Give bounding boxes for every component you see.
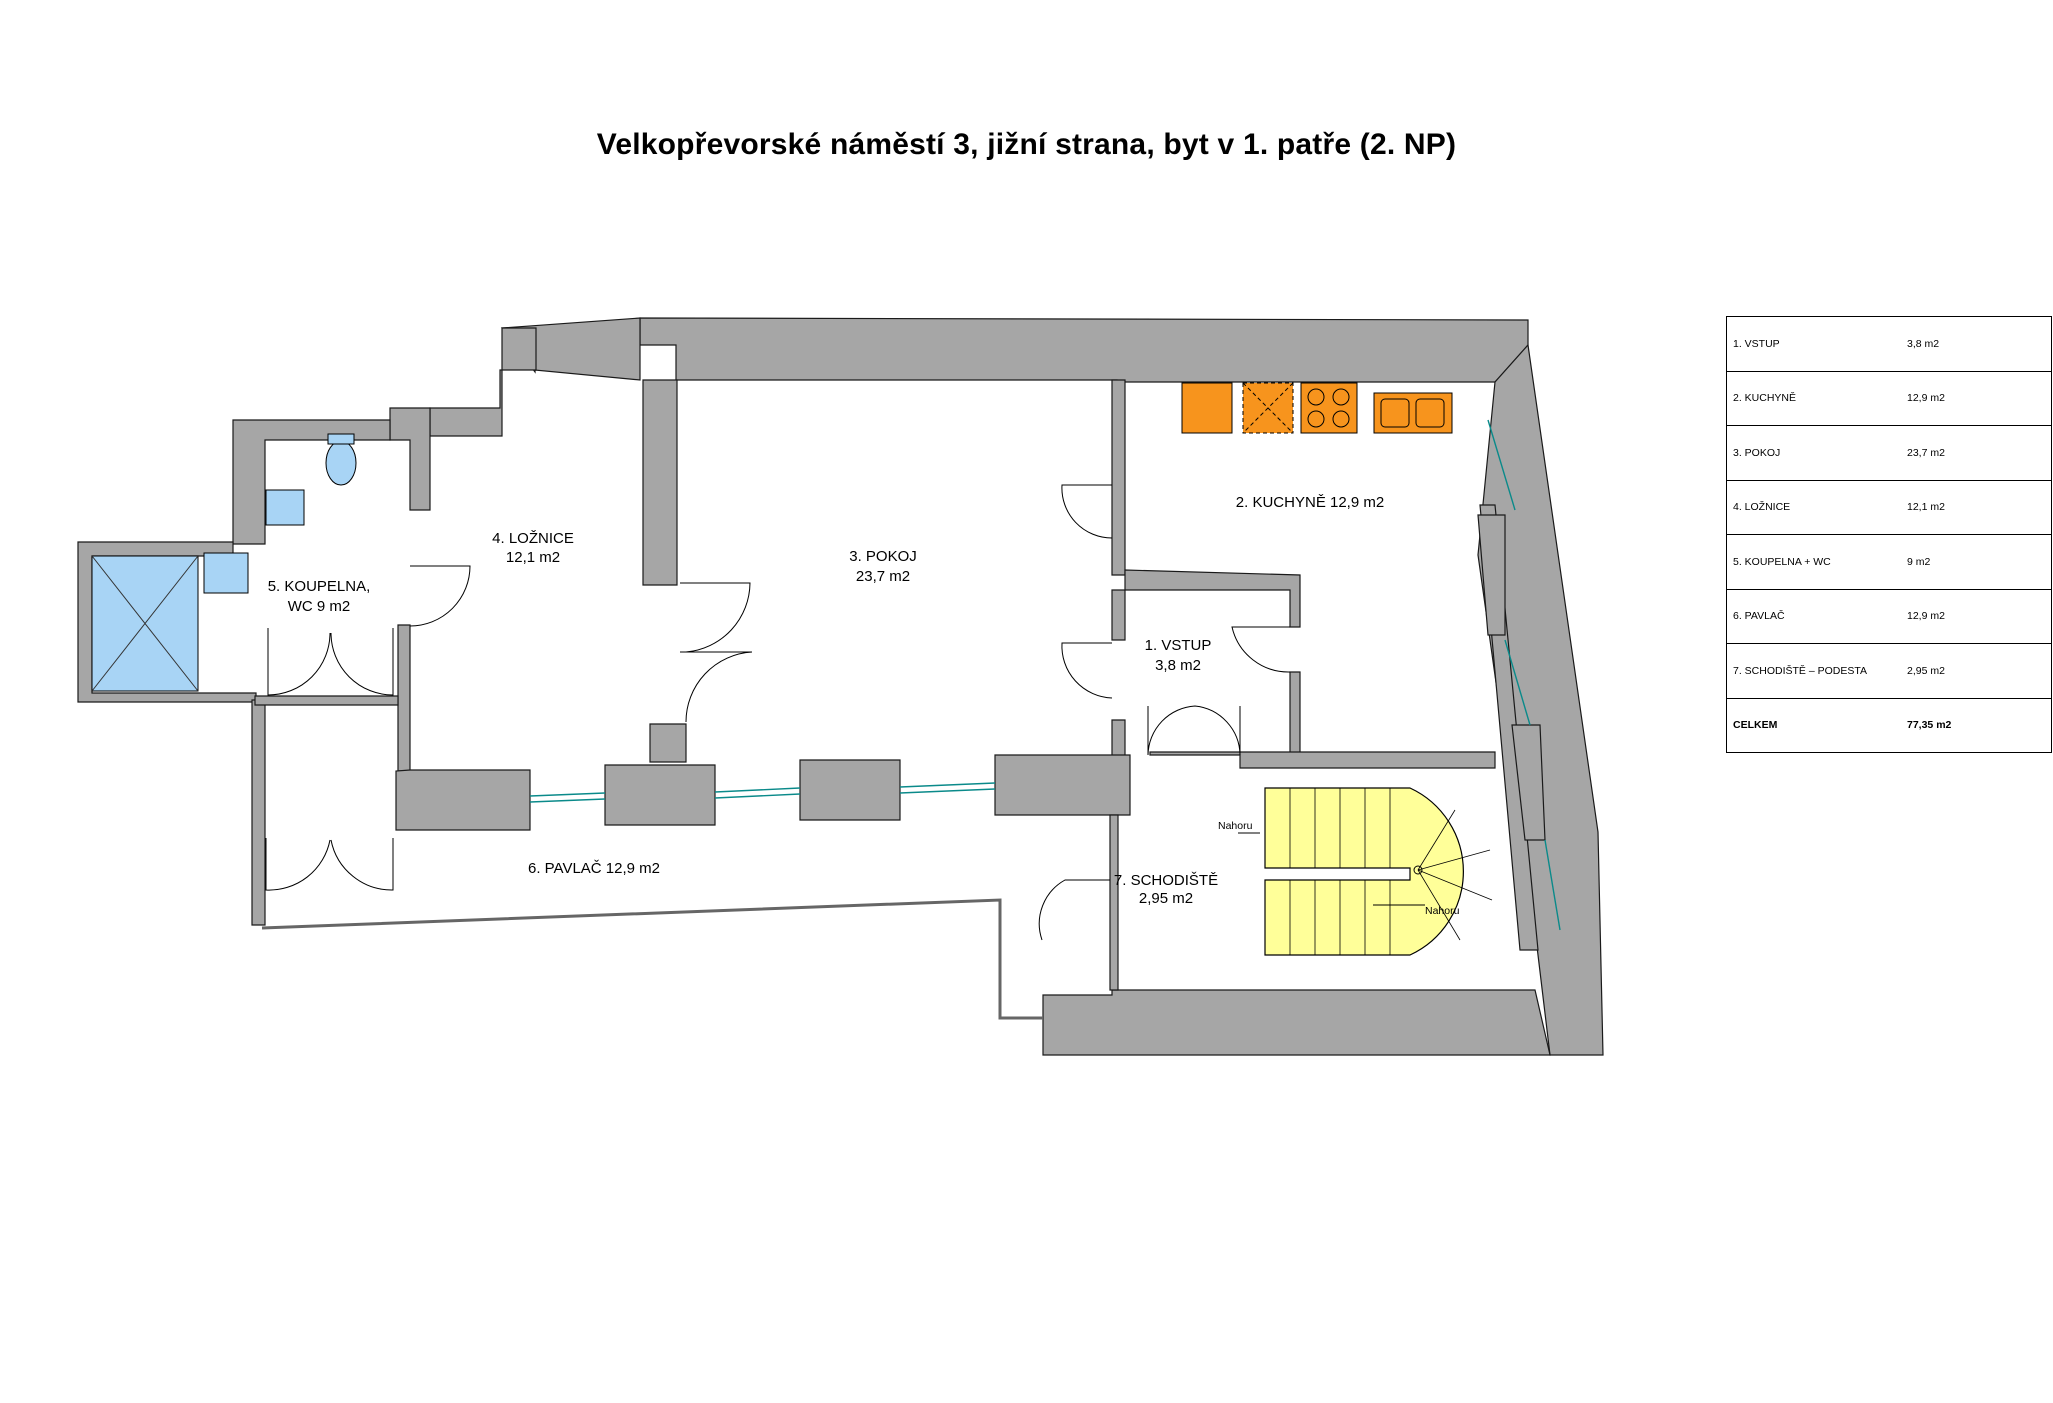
loznice-step-wall: [429, 327, 537, 437]
stove-icon: [1300, 382, 1358, 434]
wall-vstup-north: [1124, 569, 1301, 628]
north-wall: [639, 317, 1529, 383]
wall-vstup-east: [1289, 671, 1301, 758]
pavlac-pier-1: [395, 769, 531, 831]
area-room-name: 2. KUCHYNĚ: [1726, 370, 1901, 426]
staircase: [1238, 787, 1493, 956]
label-vstup-area: 3,8 m2: [1155, 657, 1201, 674]
shower-wall: [77, 541, 257, 703]
small-washbasin-icon: [265, 489, 305, 526]
label-pokoj-area: 23,7 m2: [856, 568, 910, 585]
area-room-name: 4. LOŽNICE: [1726, 479, 1901, 535]
door-vstup-kuchyne: [1231, 626, 1291, 673]
door-koupelna-pavlac: [267, 628, 394, 696]
label-stairs-up-2: Nahoru: [1425, 905, 1460, 917]
label-kuchyne: 2. KUCHYNĚ 12,9 m2: [1236, 494, 1384, 511]
label-loznice-name: 4. LOŽNICE: [492, 530, 574, 547]
door-schodiste-pavlac: [1038, 879, 1110, 941]
page-title: Velkopřevorské náměstí 3, jižní strana, …: [596, 128, 1457, 161]
door-pavlac-west: [265, 838, 394, 891]
door-loznice-pokoj: [680, 582, 753, 723]
walls: [77, 317, 1604, 1056]
label-koupelna-area: WC 9 m2: [288, 598, 351, 615]
wall-loznice-pokoj-lower: [649, 723, 687, 763]
area-room-name: 1. VSTUP: [1726, 316, 1901, 372]
area-room-name: 5. KOUPELNA + WC: [1726, 534, 1901, 590]
area-room-value: 12,9 m2: [1901, 370, 2052, 426]
area-room-name: 6. PAVLAČ: [1726, 588, 1901, 644]
wall-pokoj-kuchyne-upper: [1111, 379, 1126, 576]
bathroom-fixtures: [91, 433, 357, 692]
pavlac-pier-4: [994, 754, 1131, 816]
pavlac-pier-2: [604, 764, 716, 826]
washbasin-icon: [203, 552, 249, 594]
label-loznice-area: 12,1 m2: [506, 549, 560, 566]
label-schodiste-name: 7. SCHODIŠTĚ: [1114, 872, 1218, 889]
area-room-value: 2,95 m2: [1901, 643, 2052, 699]
wall-pokoj-vstup-lower: [1111, 719, 1126, 758]
area-room-value: 12,1 m2: [1901, 479, 2052, 535]
area-room-name: 7. SCHODIŠTĚ – PODESTA: [1726, 643, 1901, 699]
west-wall-pavlac: [251, 699, 266, 926]
sink-icon: [1373, 392, 1453, 434]
wall-koupelna-loznice: [397, 624, 411, 772]
south-wall: [1042, 989, 1551, 1056]
wc-north-wall: [232, 419, 391, 545]
label-pokoj-name: 3. POKOJ: [849, 548, 917, 565]
label-stairs-up-1: Nahoru: [1218, 820, 1253, 832]
door-pokoj-vstup: [1061, 642, 1113, 699]
wall-pokoj-vstup: [1111, 589, 1126, 641]
label-schodiste-area: 2,95 m2: [1139, 890, 1193, 907]
area-room-value: 9 m2: [1901, 534, 2052, 590]
loznice-west-step: [389, 407, 431, 511]
label-pavlac: 6. PAVLAČ 12,9 m2: [528, 860, 660, 877]
toilet-icon: [325, 440, 357, 486]
label-koupelna-name: 5. KOUPELNA,: [268, 578, 371, 595]
area-room-value: 23,7 m2: [1901, 425, 2052, 481]
pavlac-pier-3: [799, 759, 901, 821]
wall-koupelna-south: [254, 695, 399, 706]
door-koupelna-loznice: [409, 565, 471, 627]
wall-loznice-pokoj-upper: [642, 379, 678, 586]
east-pier-1: [1477, 514, 1506, 636]
area-room-name: CELKEM: [1726, 697, 1901, 753]
wall-vstup-south: [1149, 751, 1496, 769]
pavlac-railing: [261, 898, 1043, 1020]
door-pokoj-kuchyne: [1061, 484, 1113, 539]
area-room-name: 3. POKOJ: [1726, 425, 1901, 481]
area-room-value: 12,9 m2: [1901, 588, 2052, 644]
wall-schodiste-west: [1109, 814, 1119, 991]
kitchen-units: [1181, 382, 1453, 434]
doors: [265, 484, 1291, 941]
room-labels: 4. LOŽNICE 12,1 m2 3. POKOJ 23,7 m2 2. K…: [268, 494, 1460, 917]
fridge-icon: [1181, 382, 1233, 434]
area-room-value: 77,35 m2: [1901, 697, 2052, 753]
label-vstup-name: 1. VSTUP: [1145, 637, 1212, 654]
area-room-value: 3,8 m2: [1901, 316, 2052, 372]
glazing: [529, 419, 1561, 931]
door-vstup-schodiste: [1147, 705, 1241, 756]
